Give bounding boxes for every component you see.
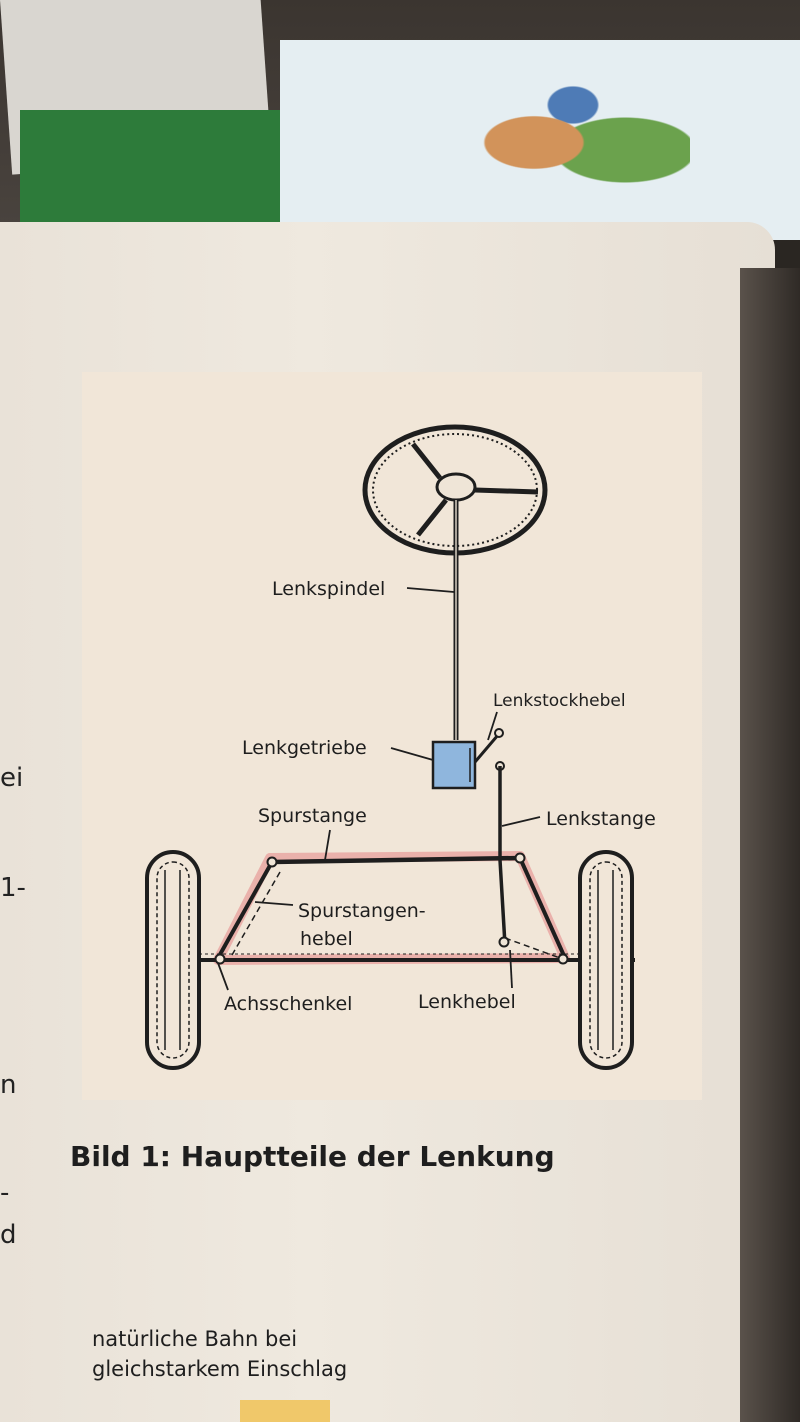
margin-text: 1- bbox=[0, 873, 26, 903]
label-lenkhebel: Lenkhebel bbox=[418, 991, 516, 1013]
figure-caption: Bild 1: Hauptteile der Lenkung bbox=[70, 1140, 555, 1173]
label-lenkstockhebel: Lenkstockhebel bbox=[493, 691, 626, 711]
bottom-note-line-1: natürliche Bahn bei bbox=[92, 1327, 298, 1351]
next-figure-fragment bbox=[240, 1400, 330, 1422]
margin-text: - bbox=[0, 1178, 10, 1208]
margin-text: d bbox=[0, 1220, 17, 1250]
label-spurstange: Spurstange bbox=[258, 805, 367, 827]
right-wheel bbox=[578, 850, 634, 1070]
label-achsschenkel: Achsschenkel bbox=[224, 993, 352, 1015]
label-lenkstange: Lenkstange bbox=[546, 808, 656, 830]
bottom-note: natürliche Bahn bei gleichstarkem Einsch… bbox=[92, 1324, 347, 1384]
spurstange-rod bbox=[271, 855, 521, 865]
margin-text: n bbox=[0, 1070, 17, 1100]
margin-text: ei bbox=[0, 763, 24, 793]
page-gutter bbox=[740, 268, 800, 1422]
green-card bbox=[20, 110, 280, 230]
stamp-illustration bbox=[430, 60, 690, 210]
lenkgetriebe-box bbox=[431, 740, 477, 790]
label-spurstangenhebel-1: Spurstangen- bbox=[298, 900, 426, 922]
label-lenkgetriebe: Lenkgetriebe bbox=[242, 737, 367, 759]
left-wheel bbox=[145, 850, 201, 1070]
spurstangenhebel-left bbox=[216, 861, 274, 959]
bottom-note-line-2: gleichstarkem Einschlag bbox=[92, 1357, 348, 1381]
label-lenkspindel: Lenkspindel bbox=[272, 578, 385, 600]
label-spurstangenhebel-2: hebel bbox=[300, 928, 353, 950]
spurstangenhebel-right bbox=[518, 857, 567, 959]
